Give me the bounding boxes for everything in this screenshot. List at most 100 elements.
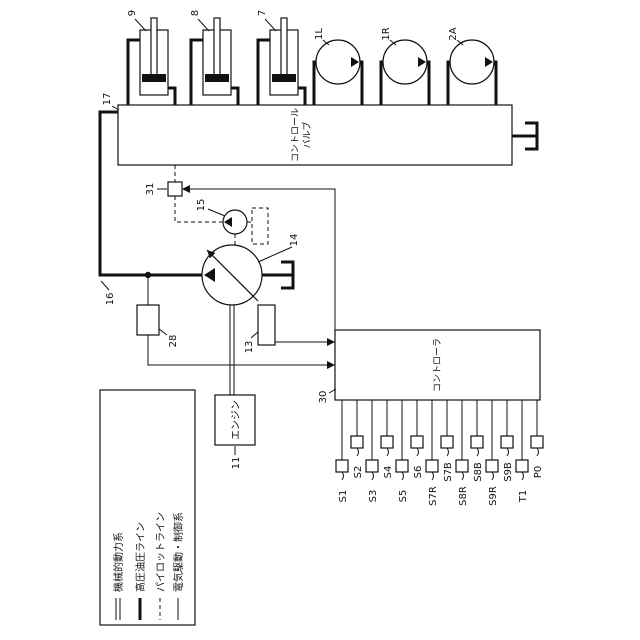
cylinder-rod [151, 18, 157, 76]
ref-label-motor: 1L [314, 28, 325, 40]
sensor-s4: S4 [381, 400, 394, 478]
leader-line [507, 448, 509, 456]
sensor-label: S9B [503, 462, 514, 482]
cylinder-piston [205, 74, 229, 82]
ref-label-control-valve: 17 [102, 93, 113, 106]
sensor-label: S4 [383, 466, 394, 479]
ref-label-pilot-pump: 15 [196, 199, 207, 212]
leader-line [372, 472, 374, 480]
leader-line [537, 448, 539, 456]
sensor-label: T1 [518, 490, 529, 503]
legend-label-electric: 電気駆動・制御系 [172, 512, 185, 592]
ref-label-28: 28 [168, 335, 179, 348]
ref-label-main-line: 16 [105, 293, 116, 306]
sensor-box [351, 436, 363, 448]
sensor-label: S1 [338, 490, 349, 503]
sensor-group: S1 S2S3 S4S5S6S7R S7B S8R S8B S9R S9B T1 P0 [336, 400, 544, 506]
sensor-label: S8B [473, 462, 484, 482]
ref-label-motor: 1R [381, 27, 392, 40]
engine: エンジン 11 [215, 395, 255, 469]
mechanical-drive-shaft [230, 305, 234, 395]
cylinder-7: 7 [257, 10, 305, 105]
leader-line [477, 448, 479, 456]
sensor-box [336, 460, 348, 472]
cylinder-rod [214, 18, 220, 76]
component-28-box [137, 305, 159, 335]
sensor-label: S8R [458, 486, 469, 506]
leader-line [522, 472, 524, 480]
sensor-label: S7R [428, 486, 439, 506]
ref-label-cylinder: 9 [127, 10, 138, 16]
sensor-box [396, 460, 408, 472]
legend-label-pilot: パイロットライン [155, 512, 167, 592]
component-31-box [168, 182, 182, 196]
sensor-s9b: S9B [501, 400, 514, 482]
cylinder-head-line [191, 40, 203, 105]
pilot-line-loop [252, 208, 268, 244]
leader-line [357, 448, 359, 456]
sensor-box [456, 460, 468, 472]
motor-port-line-left [314, 62, 316, 105]
sensor-box [471, 436, 483, 448]
cylinder-bottom-line [231, 88, 238, 105]
sensor-label: S3 [368, 490, 379, 503]
sensor-s2: S2 [351, 400, 364, 478]
sensor-label: S5 [398, 490, 409, 503]
sensor-label: S7B [443, 462, 454, 482]
ref-label-main-pump: 14 [289, 234, 300, 247]
sensor-box [441, 436, 453, 448]
ref-label-cylinder: 7 [257, 10, 268, 16]
sensor-box [411, 436, 423, 448]
sensor-box [381, 436, 393, 448]
sensor-s6: S6 [411, 400, 424, 478]
ref-label-controller: 30 [318, 391, 329, 404]
ref-label-31: 31 [145, 183, 156, 196]
legend-label-mechanical: 機械的動力系 [112, 532, 125, 592]
sensor-t1: T1 [516, 400, 529, 503]
control-valve: コントロール バルブ 17 [102, 93, 537, 165]
leader-line [417, 448, 419, 456]
sensor-label: S9R [488, 486, 499, 506]
cylinder-bottom-line [168, 88, 175, 105]
sensor-label: S2 [353, 466, 364, 479]
sensor-box [501, 436, 513, 448]
sensor-box [516, 460, 528, 472]
motor-port-line-left [381, 62, 383, 105]
sensor-s7r: S7R [426, 400, 439, 506]
sensor-p0: P0 [531, 400, 544, 478]
sensor-s9r: S9R [486, 400, 499, 506]
leader-line [402, 472, 404, 480]
cylinder-head-line [258, 40, 270, 105]
leader-line [492, 472, 494, 480]
motor-1l: 1L [314, 28, 362, 105]
cylinder-head-line [128, 40, 140, 105]
sensor-box [531, 436, 543, 448]
sensor-s8r: S8R [456, 400, 469, 506]
sensor-s5: S5 [396, 400, 409, 502]
leader-line [135, 19, 146, 31]
controller-name: コントローラ [432, 338, 443, 392]
control-valve-name-line2: バルブ [301, 121, 313, 148]
cylinder-piston [272, 74, 296, 82]
motor-port-line-right [427, 62, 429, 105]
motor-port-line-right [360, 62, 362, 105]
ref-label-cylinder: 8 [190, 10, 201, 16]
leader-line [265, 19, 276, 31]
motor-1r: 1R [381, 27, 429, 105]
cylinder-bottom-line [298, 88, 305, 105]
sensor-label: P0 [533, 466, 544, 478]
engine-name: エンジン [231, 400, 242, 440]
ref-label-13: 13 [244, 341, 255, 354]
motor-port-line-left [448, 62, 450, 105]
junction-dot [145, 272, 151, 278]
leader-line [342, 472, 344, 480]
leader-line [251, 332, 258, 338]
leader-line [208, 209, 225, 216]
cylinder-9: 9 [127, 10, 175, 105]
sensor-s1: S1 [336, 400, 349, 502]
sensor-box [426, 460, 438, 472]
motor-port-line-right [494, 62, 496, 105]
leader-line [447, 448, 449, 456]
ref-label-motor: 2A [448, 27, 459, 40]
